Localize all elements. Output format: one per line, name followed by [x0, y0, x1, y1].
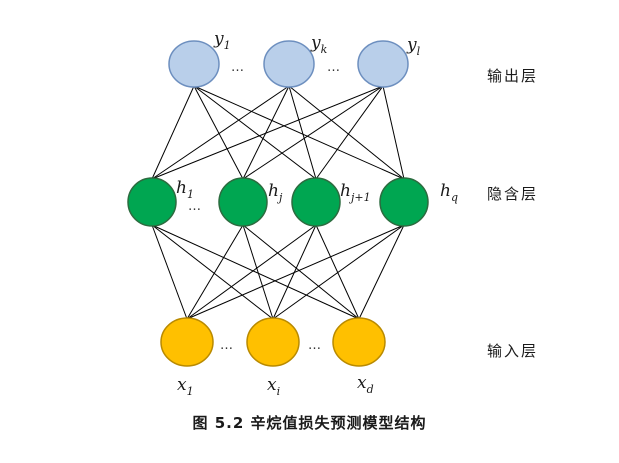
- hidden-node-1: [218, 177, 268, 227]
- hidden-ellipsis-1: …: [188, 199, 201, 214]
- output-node-1: [263, 40, 315, 88]
- output-node-label-sub-0: 1: [224, 39, 231, 52]
- edge-hidden-input-0-1: [151, 224, 274, 320]
- hidden-node-label-sub-0: 1: [187, 188, 194, 201]
- hidden-node-label-sub-3: q: [451, 191, 458, 204]
- hidden-node-3: [379, 177, 429, 227]
- hidden-node-label-sub-2: j+1: [348, 191, 371, 204]
- input-node-label-sub-0: 1: [187, 385, 194, 398]
- hidden-node-label-0: h1: [176, 178, 194, 201]
- input-node-label-base-0: x: [177, 375, 187, 395]
- hidden-node-label-sub-1: j: [276, 191, 283, 204]
- input-ellipsis-1: …: [220, 338, 233, 353]
- hidden-node-2: [291, 177, 341, 227]
- input-node-2: [332, 317, 386, 367]
- hidden-node-label-base-1: h: [268, 181, 279, 201]
- edge-output-hidden-0-0: [151, 85, 195, 180]
- output-node-2: [357, 40, 409, 88]
- edge-output-hidden-2-1: [242, 85, 384, 180]
- output-node-label-base-2: y: [406, 35, 417, 55]
- input-ellipsis-2: …: [308, 338, 321, 353]
- edge-hidden-input-2-2: [315, 224, 360, 320]
- figure-caption: 图 5.2 辛烷值损失预测模型结构: [192, 414, 427, 432]
- edge-hidden-input-1-1: [242, 224, 274, 320]
- input-node-label-sub-1: i: [277, 385, 281, 398]
- output-node-label-0: y1: [213, 29, 231, 52]
- input-node-label-sub-2: d: [367, 383, 374, 396]
- input-node-0: [160, 317, 214, 367]
- input-layer-title: 输入层: [487, 342, 538, 360]
- output-node-label-base-0: y: [213, 29, 224, 49]
- edge-hidden-input-3-2: [358, 224, 405, 320]
- input-node-label-base-1: x: [267, 375, 277, 395]
- input-node-label-0: x1: [177, 375, 194, 398]
- edge-output-hidden-1-3: [288, 85, 405, 180]
- hidden-node-label-base-3: h: [440, 181, 451, 201]
- hidden-node-0: [127, 177, 177, 227]
- edge-hidden-input-2-0: [186, 224, 317, 320]
- edge-output-hidden-1-2: [288, 85, 317, 180]
- hidden-node-label-base-2: h: [340, 181, 351, 201]
- output-ellipsis-2: …: [327, 60, 340, 75]
- edge-hidden-input-1-2: [242, 224, 360, 320]
- output-ellipsis-1: …: [231, 60, 244, 75]
- output-layer-title: 输出层: [487, 67, 538, 85]
- hidden-node-label-3: hq: [440, 181, 458, 204]
- output-node-label-base-1: y: [310, 33, 321, 53]
- edge-hidden-input-0-0: [151, 224, 188, 320]
- edge-output-hidden-2-2: [315, 85, 384, 180]
- output-node-label-sub-2: l: [417, 45, 421, 58]
- edge-output-hidden-0-2: [193, 85, 317, 180]
- hidden-layer-title: 隐含层: [487, 185, 538, 203]
- hidden-node-label-base-0: h: [176, 178, 187, 198]
- output-node-label-sub-1: k: [321, 43, 328, 56]
- input-node-1: [246, 317, 300, 367]
- input-node-label-base-2: x: [357, 373, 367, 393]
- edge-hidden-input-3-0: [186, 224, 405, 320]
- input-node-label-1: xi: [267, 375, 280, 398]
- hidden-node-label-1: hj: [268, 181, 283, 204]
- output-node-label-1: yk: [310, 33, 328, 56]
- edge-output-hidden-2-0: [151, 85, 384, 180]
- edge-hidden-input-0-2: [151, 224, 360, 320]
- output-node-label-2: yl: [406, 35, 421, 58]
- edge-output-hidden-1-1: [242, 85, 290, 180]
- edge-hidden-input-3-1: [272, 224, 405, 320]
- edge-output-hidden-0-1: [193, 85, 244, 180]
- neuron-nodes: [127, 40, 429, 367]
- edge-output-hidden-0-3: [193, 85, 405, 180]
- output-node-0: [168, 40, 220, 88]
- input-node-label-2: xd: [357, 373, 374, 396]
- edge-output-hidden-2-3: [382, 85, 405, 180]
- edge-output-hidden-1-0: [151, 85, 290, 180]
- connection-lines: [151, 85, 405, 320]
- hidden-node-label-2: hj+1: [340, 181, 371, 204]
- edge-hidden-input-1-0: [186, 224, 244, 320]
